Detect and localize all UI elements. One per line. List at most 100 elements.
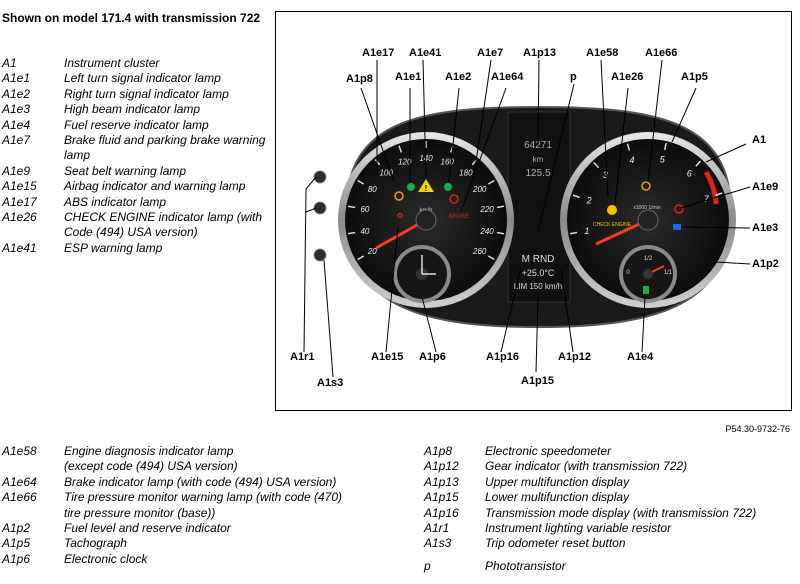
callout-a1e64: A1e64 <box>491 71 524 83</box>
callout-a1p2: A1p2 <box>752 258 779 270</box>
seat-belt-lamp <box>674 204 684 214</box>
abs-lamp <box>394 191 404 201</box>
legend-description-line: Gear indicator (with transmission 722) <box>485 459 688 474</box>
page-title: Shown on model 171.4 with transmission 7… <box>2 11 261 25</box>
legend-description-line: Upper multifunction display <box>485 474 630 489</box>
gauge-tick <box>593 162 600 169</box>
legend-code: A1p15 <box>424 490 459 505</box>
temperature-display: +25.0°C <box>522 268 555 278</box>
legend-entry: A1e1 Left turn signal indicator lamp <box>2 71 270 86</box>
fuel-empty-label: 0 <box>626 270 630 276</box>
legend-description-line: Seat belt warning lamp <box>64 163 187 178</box>
legend-description: ESP warning lamp <box>64 241 269 256</box>
esp-warning-lamp <box>418 179 434 192</box>
gauge-tick-label: 100 <box>379 169 393 178</box>
callout-a1: A1 <box>752 134 766 146</box>
fuel-half-label: 1/2 <box>644 256 653 262</box>
legend-description-line: Left turn signal indicator lamp <box>64 71 221 86</box>
gauge-tick-label: 5 <box>660 155 666 165</box>
legend-code: A1r1 <box>424 521 450 536</box>
callout-a1p5: A1p5 <box>681 71 708 83</box>
callout-p: p <box>570 71 577 83</box>
button-top[interactable] <box>313 170 327 184</box>
legend-code: A1p2 <box>2 521 31 536</box>
gear-display: M RND <box>522 254 555 265</box>
legend-description-line: Instrument lighting variable resistor <box>485 521 672 536</box>
trip-reset-button[interactable] <box>313 248 327 262</box>
speed-limit-display: LIM 150 km/h <box>514 282 562 291</box>
legend-entry: A1r1 Instrument lighting variable resisto… <box>424 521 800 536</box>
legend-description: Instrument lighting variable resistor <box>485 521 671 536</box>
gauge-tick <box>357 255 365 261</box>
legend-code: A1e66 <box>2 490 37 505</box>
legend-description: Upper multifunction display <box>485 475 629 490</box>
legend-description-line: Electronic speedometer <box>485 444 612 458</box>
legend-description: ABS indicator lamp <box>64 195 269 210</box>
check-engine-lamp <box>607 205 617 215</box>
callout-a1e1: A1e1 <box>395 71 421 83</box>
high-beam-lamp <box>673 224 681 230</box>
button-middle[interactable] <box>313 201 327 215</box>
gauge-tick-label: 160 <box>441 158 455 167</box>
legend-description: Airbag indicator and warning lamp <box>64 179 269 194</box>
legend-entry: A1p8 Electronic speedometer <box>424 444 800 459</box>
gauge-tick-label: 6 <box>687 169 692 179</box>
callout-a1p13: A1p13 <box>523 47 556 59</box>
legend-code: A1e1 <box>2 71 31 86</box>
legend-description-line: High beam indicator lamp <box>64 102 201 117</box>
legend-code: A1e41 <box>2 240 37 255</box>
gauge-tick-label: 4 <box>629 155 634 165</box>
callout-a1e41: A1e41 <box>409 47 441 59</box>
gauge-tick-label: 200 <box>472 185 487 194</box>
callout-a1p8: A1p8 <box>346 73 373 85</box>
legend-code: A1e17 <box>2 194 37 209</box>
legend-entry: A1e9 Seat belt warning lamp <box>2 164 270 179</box>
legend-entry: A1p12 Gear indicator (with transmission 7… <box>424 459 800 474</box>
gauge-tick <box>626 143 631 151</box>
legend-description: Instrument cluster <box>64 56 269 71</box>
legend-description-line: Trip odometer reset button <box>485 536 626 551</box>
legend-description: CHECK ENGINE indicator lamp (with Code (… <box>64 210 269 241</box>
callout-a1e26: A1e26 <box>611 71 643 83</box>
legend-description-line: Brake fluid and parking brake warning la… <box>64 133 266 163</box>
legend-entry: A1e41 ESP warning lamp <box>2 241 270 256</box>
legend-description-line: Brake indicator lamp (with code (494) US… <box>64 474 337 489</box>
legend-description: Trip odometer reset button <box>485 536 626 551</box>
legend-entry: A1e17 ABS indicator lamp <box>2 195 270 210</box>
callout-a1p12: A1p12 <box>558 351 591 363</box>
legend-description: Seat belt warning lamp <box>64 164 269 179</box>
callouts: A1e17 A1e41 A1e7 A1p13 A1e58 A1e66 A1p8 … <box>290 47 779 389</box>
legend-code: A1e7 <box>2 133 31 148</box>
gauge-tick <box>348 205 356 209</box>
legend-description-line: Fuel level and reserve indicator <box>64 521 231 536</box>
legend-description-line: ABS indicator lamp <box>64 194 167 209</box>
legend-description-line: ESP warning lamp <box>64 240 163 255</box>
callout-a1e66: A1e66 <box>645 47 677 59</box>
legend-code: A1p8 <box>424 444 453 458</box>
callout-a1e9: A1e9 <box>752 181 778 193</box>
gauge-tick-label: 2 <box>586 195 592 205</box>
legend-code: A1e9 <box>2 163 31 178</box>
left-turn-lamp <box>407 183 415 191</box>
legend-code: A1p12 <box>424 459 459 474</box>
odometer-unit: km <box>533 155 544 164</box>
legend-description: Tire pressure monitor warning lamp (with… <box>64 490 342 521</box>
legend-code: A1p16 <box>424 505 459 520</box>
callout-a1e3: A1e3 <box>752 222 778 234</box>
legend-description-line: CHECK ENGINE indicator lamp (with Code (… <box>64 210 263 240</box>
legend-description: High beam indicator lamp <box>64 102 269 117</box>
redline <box>703 170 719 205</box>
legend-code: A1e3 <box>2 102 31 117</box>
gauge-tick <box>487 179 495 185</box>
gauge-tick-label: 220 <box>479 205 494 214</box>
gauge-tick <box>695 160 702 167</box>
legend-description-line: Fuel reserve indicator lamp <box>64 117 209 132</box>
legend-description-line: Transmission mode display (with transmis… <box>485 505 757 520</box>
